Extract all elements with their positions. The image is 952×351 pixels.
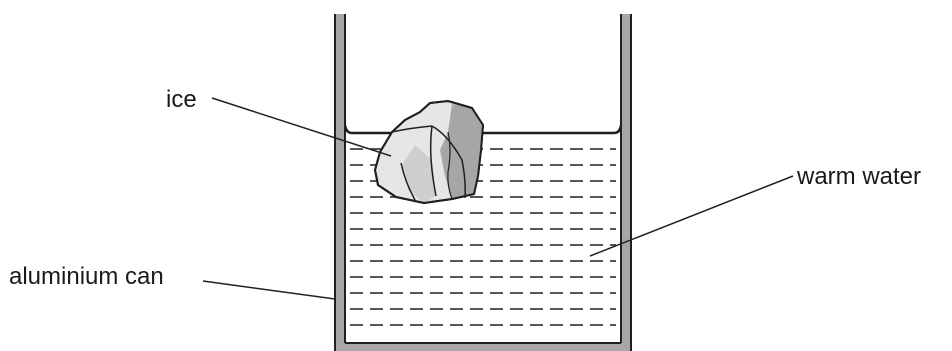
- warm-water-leader-line: [589, 175, 794, 257]
- can-left-wall: [334, 14, 346, 351]
- ice-cube: [374, 100, 484, 204]
- aluminium-can-leader-line: [202, 280, 336, 300]
- aluminium-can-label: aluminium can: [9, 263, 164, 290]
- can-right-wall: [620, 14, 632, 351]
- warm-water-label: warm water: [796, 163, 921, 190]
- ice-label: ice: [166, 86, 197, 113]
- can-base: [336, 342, 630, 351]
- ice-leader-line: [211, 97, 392, 157]
